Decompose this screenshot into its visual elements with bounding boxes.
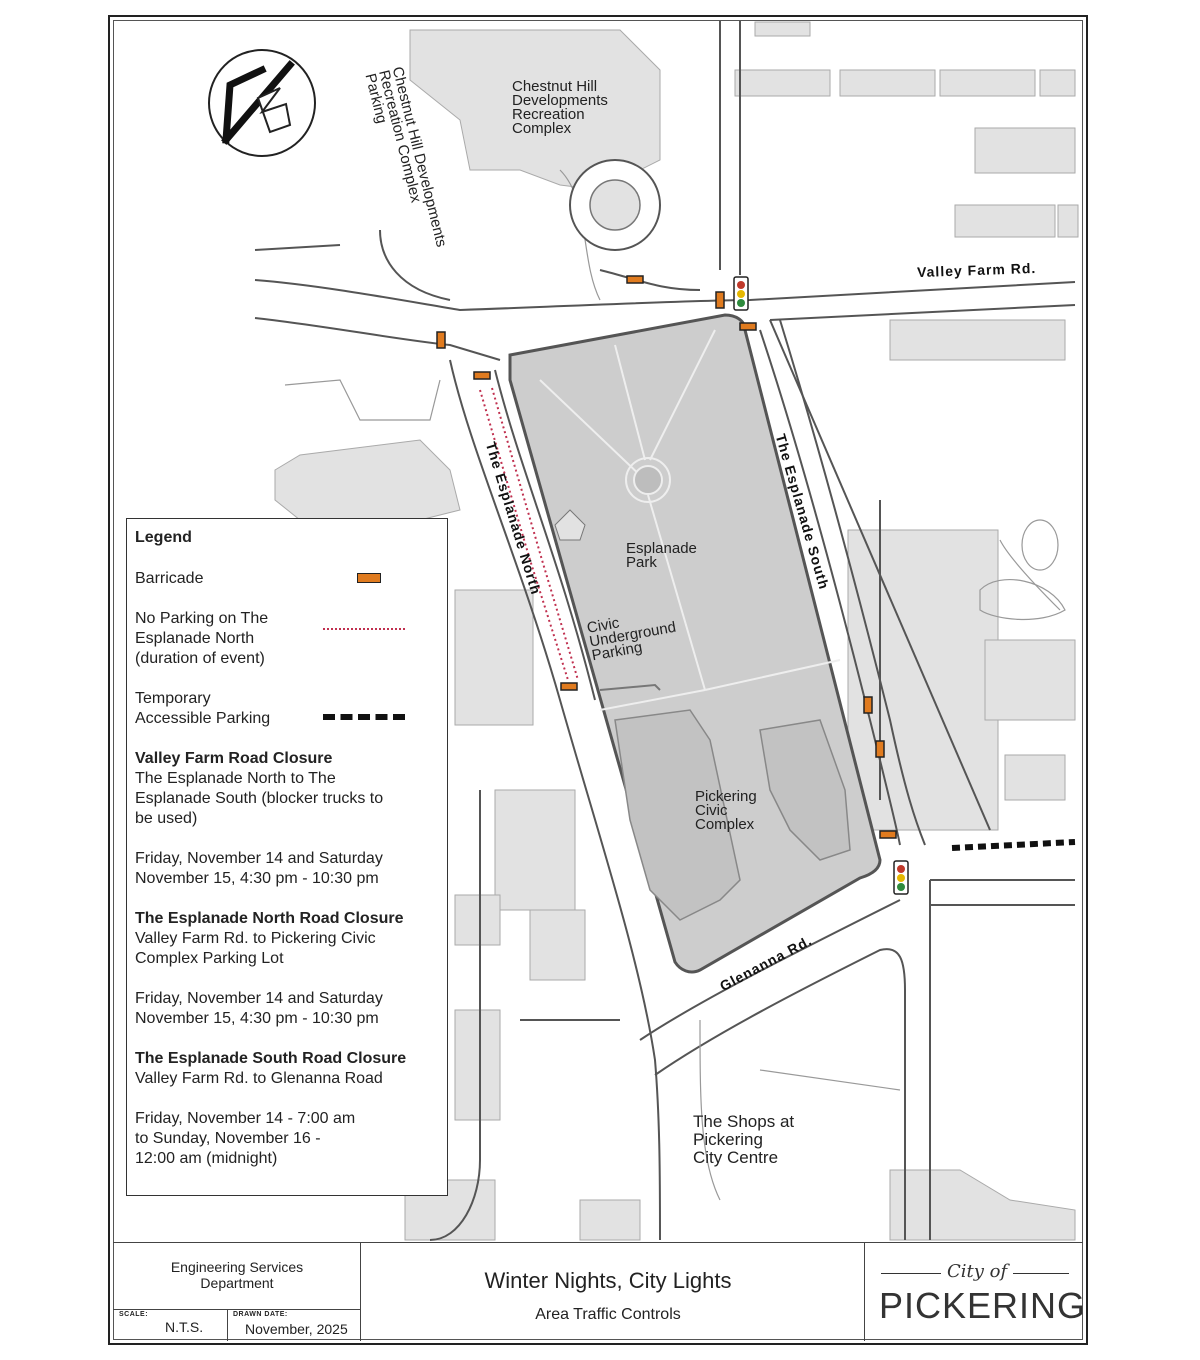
barricade [875,740,885,758]
legend-valley-farm-closure: Valley Farm Road Closure The Esplanade N… [135,749,447,849]
barricade [715,291,725,309]
legend-en-title: The Esplanade North Road Closure [135,910,404,927]
title-block: Engineering Services Department SCALE: N… [113,1242,1087,1341]
no-parking-line-west [479,389,569,681]
legend-title: Legend [135,529,192,546]
legend-accessible-row: Temporary Accessible Parking [135,689,447,749]
park-gazebo [554,509,586,541]
accessible-parking-marker [951,839,1076,851]
legend-es-title: The Esplanade South Road Closure [135,1050,407,1067]
city-logo: City of PICKERING [865,1243,1087,1341]
legend-barricade-label: Barricade [135,570,204,587]
north-arrow-icon [208,49,316,157]
legend-esplanade-north-closure: The Esplanade North Road Closure Valley … [135,909,447,989]
logo-name: PICKERING [879,1285,1087,1326]
legend-no-parking-row: No Parking on The Esplanade North (durat… [135,609,447,689]
barricade [473,371,491,380]
legend-en-dates-block: Friday, November 14 and Saturday Novembe… [135,989,447,1049]
label-esplanade-park: Esplanade Park [626,540,697,571]
label-civic-complex: Pickering Civic Complex [695,788,757,833]
park-paths [539,329,841,711]
barricade [560,682,578,691]
civic-complex-buildings [614,709,851,921]
legend-en-desc: Valley Farm Rd. to Pickering Civic Compl… [135,930,376,967]
map-title: Winter Nights, City Lights [484,1268,732,1293]
barricade [739,322,757,331]
legend-barricade-row: Barricade [135,569,447,609]
logo-script: City of [941,1261,1014,1282]
scale-label: SCALE: [119,1311,149,1318]
drawn-date-value: November, 2025 [245,1321,348,1337]
department-name: Engineering Services Department [170,1259,304,1291]
legend-vf-title: Valley Farm Road Closure [135,750,333,767]
barricade [879,830,897,839]
background-buildings [274,21,1079,1241]
barricades [436,275,897,839]
underground-ramp [599,683,661,691]
map-subtitle: Area Traffic Controls [535,1306,681,1323]
barricade [626,275,644,284]
traffic-light-glenanna [893,860,909,895]
legend-no-parking-label: No Parking on The Esplanade North (durat… [135,610,269,667]
title-block-divider [113,1309,361,1310]
barricade [436,331,446,349]
title-block-department-cell: Engineering Services Department SCALE: N… [113,1243,361,1341]
no-parking-line-icon [323,628,405,630]
accessible-parking-icon [323,714,405,720]
title-block-title-cell: Winter Nights, City Lights Area Traffic … [361,1243,865,1341]
label-chestnut-complex: Chestnut Hill Developments Recreation Co… [512,78,608,137]
traffic-light-valley-farm [733,276,749,311]
legend-accessible-label: Temporary Accessible Parking [135,690,271,727]
legend-vf-desc: The Esplanade North to The Esplanade Sou… [135,770,384,827]
map-inner-border [113,20,1083,1340]
barricade-icon [357,573,381,583]
label-shops: The Shops at Pickering City Centre [693,1112,795,1167]
legend-vf-dates-block: Friday, November 14 and Saturday Novembe… [135,849,447,909]
legend-esplanade-south-closure: The Esplanade South Road Closure Valley … [135,1049,447,1109]
legend-vf-dates: Friday, November 14 and Saturday Novembe… [135,850,383,887]
roundabout-inner [589,179,641,231]
legend-es-dates: Friday, November 14 - 7:00 am to Sunday,… [135,1110,356,1167]
legend-es-dates-block: Friday, November 14 - 7:00 am to Sunday,… [135,1109,447,1169]
scale-value: N.T.S. [165,1319,204,1335]
legend-es-desc: Valley Farm Rd. to Glenanna Road [135,1070,383,1087]
park-fountain [633,465,663,495]
legend-panel: Legend Barricade No Parking on The Espla… [126,518,448,1196]
legend-en-dates: Friday, November 14 and Saturday Novembe… [135,990,383,1027]
drawn-date-label: DRAWN DATE: [233,1311,288,1318]
title-block-vertical-divider [227,1309,228,1341]
barricade [863,696,873,714]
